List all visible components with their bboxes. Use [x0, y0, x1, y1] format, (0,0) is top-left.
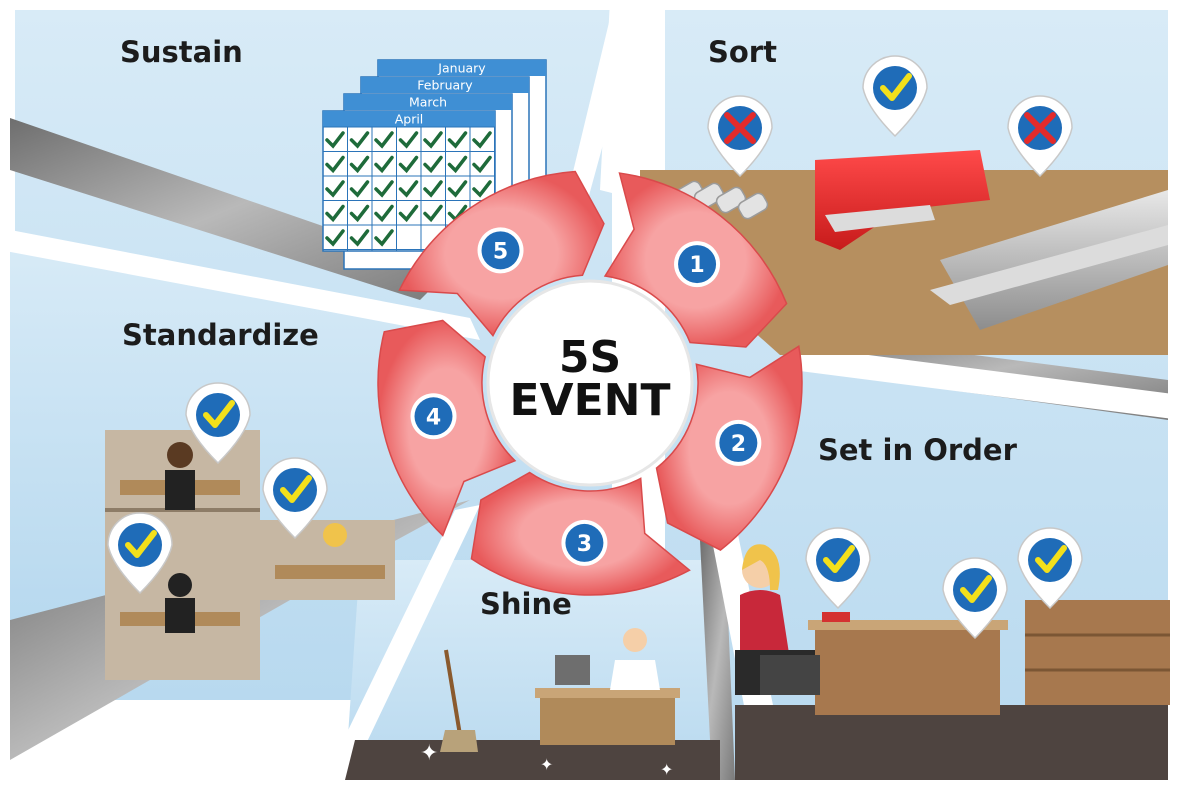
check-icon: [325, 155, 345, 174]
check-icon: [374, 155, 394, 174]
check-icon: [447, 131, 468, 149]
label-set-in-order: Set in Order: [818, 433, 1018, 467]
step-number: 3: [577, 532, 592, 557]
center-title-line2: EVENT: [509, 375, 670, 426]
check-pin-icon: [185, 382, 251, 465]
check-icon: [325, 180, 345, 198]
check-icon: [423, 180, 443, 198]
check-icon: [423, 131, 443, 149]
check-icon: [472, 155, 492, 174]
label-shine: Shine: [480, 587, 572, 621]
center-circle: [486, 279, 694, 487]
step-number: 2: [731, 432, 746, 457]
check-icon: [398, 180, 419, 198]
check-pin-icon: [262, 457, 328, 540]
check-pin-icon: [862, 55, 928, 138]
label-sustain: Sustain: [120, 35, 243, 69]
separator-band: [10, 118, 450, 300]
check-icon: [374, 229, 394, 247]
calendar-month-label: March: [409, 95, 447, 110]
shine-scene: ✦ ✦ ✦: [345, 628, 720, 780]
check-icon: [374, 204, 394, 223]
check-icon: [374, 180, 394, 198]
sparkle-icon: ✦: [660, 760, 673, 779]
cycle-ring: 1 2 3 4 5: [377, 170, 803, 596]
separator-band: [10, 500, 470, 760]
check-icon: [349, 131, 370, 149]
center-title-line1: 5S: [559, 332, 621, 383]
check-icon: [325, 204, 345, 223]
check-icon: [398, 131, 419, 149]
set-in-order-scene: [735, 544, 1170, 780]
check-icon: [349, 180, 370, 198]
step-number: 4: [426, 405, 441, 430]
check-pin-icon: [805, 527, 871, 610]
broom-icon: [440, 730, 478, 752]
check-icon: [349, 155, 370, 174]
check-icon: [447, 180, 468, 198]
calendar-month-label: February: [417, 78, 473, 93]
check-icon: [423, 155, 443, 174]
check-icon: [398, 204, 419, 223]
calendar-month-label: April: [395, 112, 424, 127]
step-number-badge: [481, 231, 520, 270]
step-number-badge: [414, 397, 453, 436]
check-icon: [472, 180, 492, 198]
check-icon: [349, 204, 370, 223]
step-number-badge: [719, 423, 758, 462]
check-icon: [349, 229, 370, 247]
sparkle-icon: ✦: [540, 755, 553, 774]
check-icon: [447, 155, 468, 174]
step-number-badge: [678, 245, 717, 284]
check-pin-icon: [1017, 527, 1083, 610]
label-standardize: Standardize: [122, 318, 319, 352]
check-pin-icon: [942, 557, 1008, 640]
step-number: 5: [493, 239, 508, 264]
sparkle-icon: ✦: [420, 741, 438, 766]
x-pin-icon: [707, 95, 773, 178]
x-pin-icon: [1007, 95, 1073, 178]
step-number-badge: [565, 523, 604, 562]
check-pin-icon: [107, 512, 173, 595]
check-icon: [398, 155, 419, 174]
check-icon: [325, 229, 345, 247]
standardize-scene: [105, 430, 395, 760]
check-icon: [325, 131, 345, 149]
label-sort: Sort: [708, 35, 777, 69]
calendar-month-label: January: [437, 61, 486, 76]
check-icon: [374, 131, 394, 149]
check-icon: [423, 204, 443, 223]
check-icon: [472, 131, 492, 149]
step-number: 1: [689, 253, 704, 278]
